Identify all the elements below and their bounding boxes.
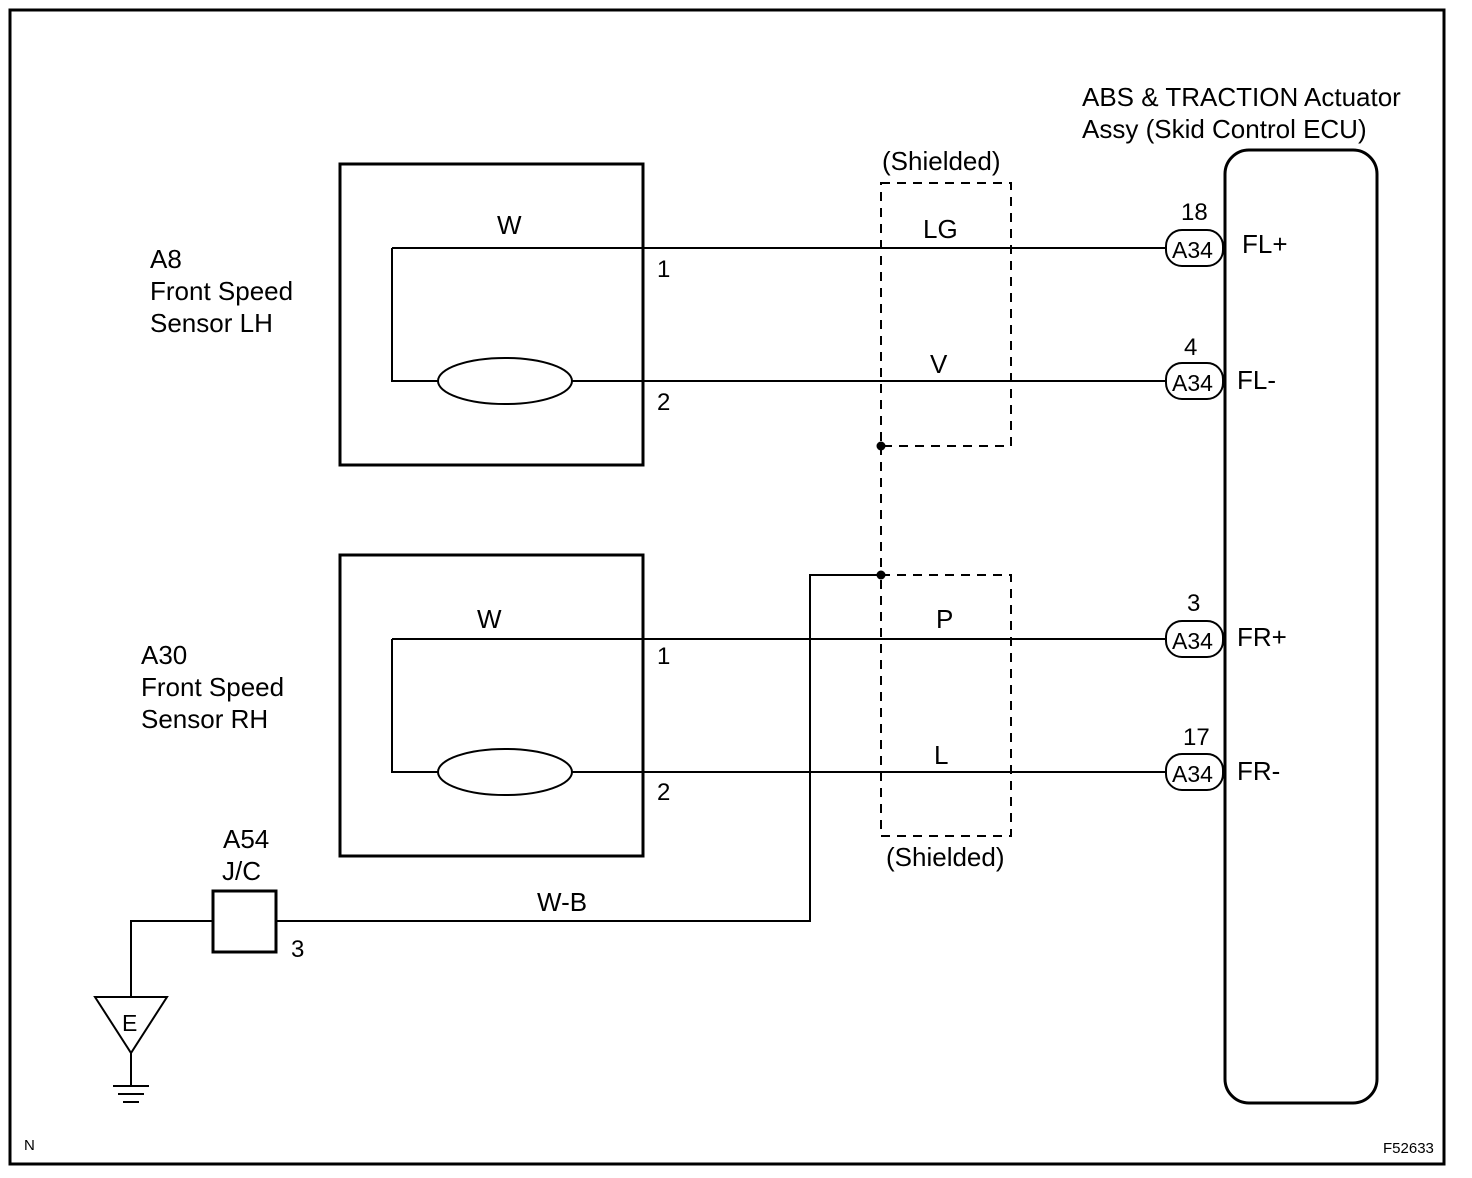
- wire-fr-plus-color: P: [936, 604, 953, 634]
- terminal-connector: A34: [1172, 237, 1213, 263]
- ecu-terminal-fr-minus: 17 A34 FR-: [1165, 724, 1280, 791]
- ecu-title-line1: ABS & TRACTION Actuator: [1082, 82, 1401, 112]
- connector-oval: [1165, 753, 1224, 791]
- connector-oval: [1165, 229, 1224, 267]
- sensor-lh-code: A8: [150, 244, 182, 274]
- connector-oval: [1165, 620, 1224, 658]
- diagram-frame: [8, 8, 1446, 1166]
- ground-point-triangle: [93, 996, 169, 1055]
- terminal-signal: FL-: [1237, 365, 1276, 395]
- figure-id: F52633: [1383, 1140, 1434, 1157]
- wire-ground-color: W-B: [537, 887, 587, 917]
- ecu-terminal-fl-minus: 4 A34 FL-: [1165, 334, 1276, 400]
- terminal-pin-number: 18: [1181, 199, 1208, 226]
- terminal-connector: A34: [1172, 761, 1213, 787]
- wire-fr-minus-color: L: [934, 740, 948, 770]
- junction-box: [211, 889, 278, 954]
- terminal-pin-number: 4: [1184, 334, 1197, 361]
- wire-fl-plus-color: LG: [923, 214, 958, 244]
- sensor-lh-name-line2: Sensor LH: [150, 308, 273, 338]
- shield-top-box: [880, 182, 1012, 447]
- junction-code: A54: [223, 824, 269, 854]
- sensor-rh-pin2: 2: [657, 779, 670, 806]
- sensor-lh-pin2: 2: [657, 389, 670, 416]
- sensor-rh-pin1: 1: [657, 643, 670, 670]
- junction-type: J/C: [222, 856, 261, 886]
- terminal-pin-number: 3: [1187, 590, 1200, 617]
- sensor-lh-loop-wire: [391, 248, 438, 382]
- terminal-pin-number: 17: [1183, 724, 1210, 751]
- ecu-terminal-fl-plus: 18 A34 FL+: [1165, 199, 1288, 267]
- ecu-terminal-fr-plus: 3 A34 FR+: [1165, 590, 1287, 658]
- ecu-box: [1223, 148, 1379, 1105]
- shield-top-label: (Shielded): [882, 146, 1001, 176]
- connector-oval: [1165, 362, 1224, 400]
- terminal-connector: A34: [1172, 370, 1213, 396]
- wire-fl-minus-color: V: [930, 349, 948, 379]
- sensor-rh-name-line2: Sensor RH: [141, 704, 268, 734]
- shield-top-splice: [876, 441, 886, 451]
- terminal-signal: FR+: [1237, 622, 1287, 652]
- wire-ground-wb: [276, 574, 881, 922]
- ground-label: E: [122, 1010, 137, 1036]
- sensor-lh-box: [338, 162, 645, 467]
- shield-bottom-label: (Shielded): [886, 842, 1005, 872]
- sensor-lh-coil: [437, 357, 573, 405]
- junction-pin: 3: [291, 936, 304, 963]
- terminal-signal: FL+: [1242, 229, 1288, 259]
- ground-lead: [130, 920, 213, 997]
- sensor-rh-loop-wire: [391, 639, 438, 773]
- sensor-rh-code: A30: [141, 640, 187, 670]
- sensor-lh-inner-wire-color: W: [497, 210, 522, 240]
- sensor-rh-name-line1: Front Speed: [141, 672, 284, 702]
- sensor-lh-pin1: 1: [657, 256, 670, 283]
- sensor-rh-inner-wire-color: W: [477, 604, 502, 634]
- terminal-connector: A34: [1172, 628, 1213, 654]
- sensor-lh-name-line1: Front Speed: [150, 276, 293, 306]
- corner-letter: N: [24, 1137, 35, 1154]
- sensor-rh-coil: [437, 748, 573, 796]
- terminal-signal: FR-: [1237, 756, 1280, 786]
- shield-bottom-box: [880, 574, 1012, 837]
- sensor-rh-box: [338, 553, 645, 858]
- ecu-title-line2: Assy (Skid Control ECU): [1082, 114, 1367, 144]
